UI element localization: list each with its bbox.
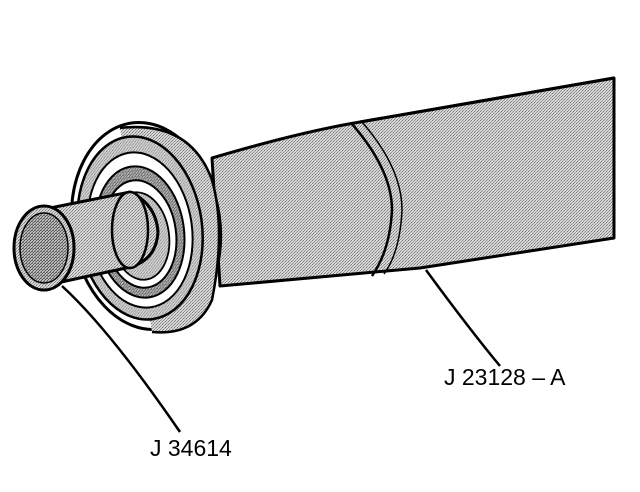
callout-tool-a: J 34614 <box>150 435 232 461</box>
callout-tool-b: J 23128 – A <box>444 364 566 390</box>
shaft-housing <box>210 76 616 288</box>
housing-step <box>351 123 394 277</box>
leader-line-b <box>424 269 501 367</box>
leader-line-a <box>61 285 182 433</box>
